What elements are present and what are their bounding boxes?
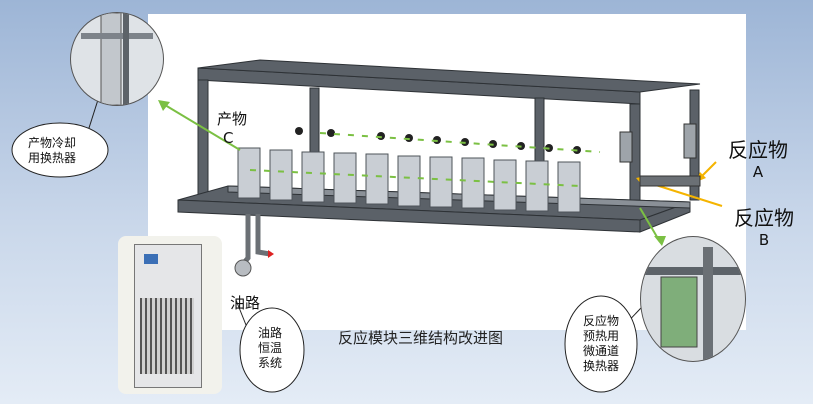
callout-product-cooler: 产物冷却 用换热器 (28, 136, 76, 166)
reaction-modules (237, 147, 581, 213)
green-arrowhead-left (158, 100, 170, 111)
green-arrowhead-right (654, 236, 666, 246)
label-oil-line: 油路 (230, 294, 261, 312)
figure-caption: 反应模块三维结构改进图 (338, 329, 504, 347)
cooler-detail-icon (81, 13, 153, 105)
callout-product-cooler-line1: 产物冷却 (28, 136, 77, 150)
label-product-c-line1: 产物 (217, 110, 248, 128)
callout-preheater-line2: 预热用 (583, 329, 620, 343)
callout-oil-thermostat-line1: 油路 (258, 326, 283, 340)
callout-reactant-preheater: 反应物 预热用 微通道 换热器 (583, 314, 619, 374)
callout-oil-thermostat-line2: 恒温 (258, 341, 283, 355)
label-product-c: 产物 C (217, 108, 247, 147)
oil-thermostat-unit (118, 236, 222, 394)
callout-preheater-line1: 反应物 (583, 314, 620, 328)
callout-oil-thermostat-bubble (239, 307, 305, 393)
callout-preheater-line3: 微通道 (583, 344, 620, 358)
preheater-detail-icon (641, 247, 745, 361)
label-reactant-b-line1: 反应物 (734, 206, 794, 230)
zoom-reactant-preheater (640, 236, 746, 362)
reactant-valves (619, 123, 701, 187)
label-reactant-b-line2: B (758, 231, 770, 249)
zoom-product-cooler (70, 12, 164, 106)
callout-preheater-bubble (564, 295, 638, 393)
callout-oil-thermostat-line3: 系统 (258, 356, 283, 370)
label-product-c-line2: C (223, 129, 234, 147)
callout-product-cooler-line2: 用换热器 (28, 151, 77, 165)
vent-grille (140, 298, 194, 374)
callout-preheater-line4: 换热器 (583, 359, 620, 373)
label-reactant-a: 反应物 A (728, 134, 788, 181)
red-marker (268, 250, 274, 258)
label-reactant-b: 反应物 B (734, 202, 794, 249)
label-reactant-a-line1: 反应物 (728, 138, 788, 162)
callout-product-cooler-bubble (11, 122, 109, 178)
label-reactant-a-line2: A (752, 163, 764, 181)
control-panel-screen (144, 254, 158, 264)
callout-oil-thermostat: 油路 恒温 系统 (258, 326, 282, 371)
